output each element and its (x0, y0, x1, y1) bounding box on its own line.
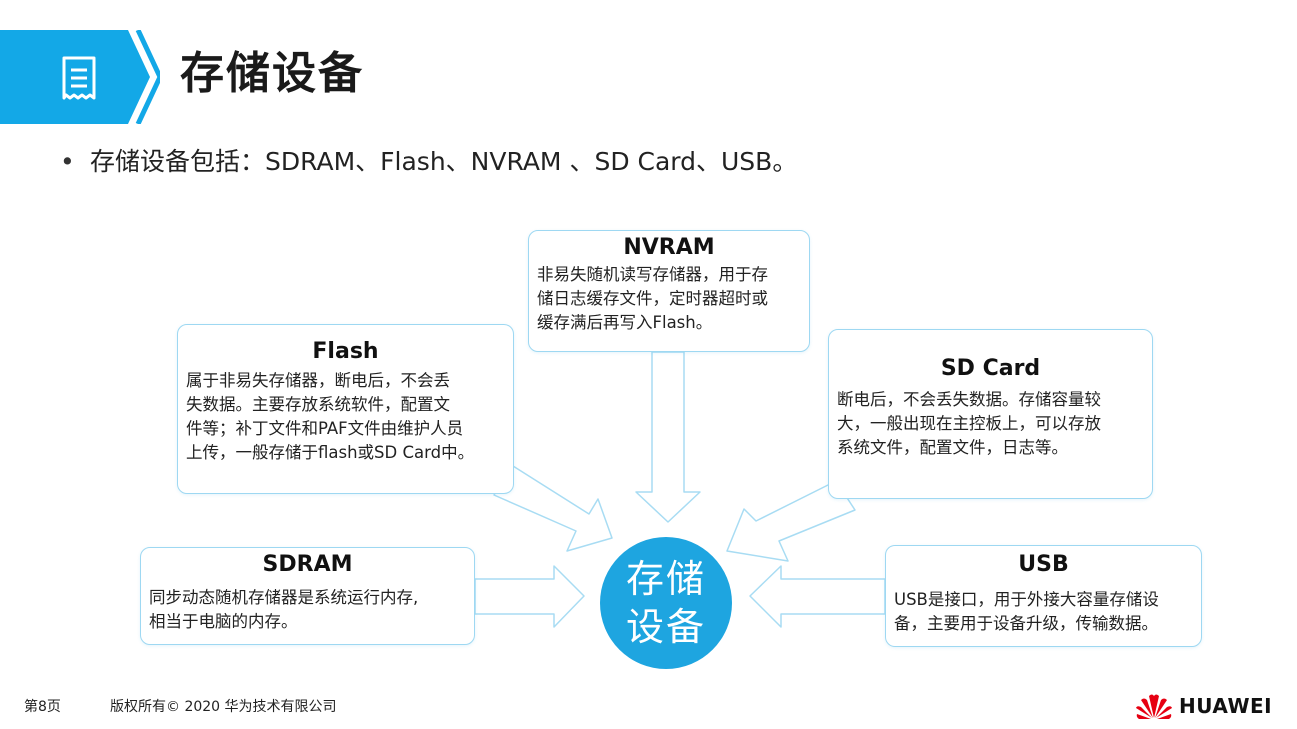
node-sdcard-title: SD Card (940, 356, 1041, 381)
node-sdram-line: 相当于电脑的内存。 (149, 612, 298, 631)
intro-bullet: • 存储设备包括：SDRAM、Flash、NVRAM 、SD Card、USB。 (60, 144, 797, 180)
brand-logo: HUAWEI (1135, 690, 1272, 722)
node-sdcard-text: 断电后，不会丢失数据。存储容量较 大，一般出现在主控板上，可以存放 系统文件，配… (829, 388, 1152, 460)
node-usb: USB USB是接口，用于外接大容量存储设 备，主要用于设备升级，传输数据。 (885, 545, 1202, 647)
node-nvram-line: 缓存满后再写入Flash。 (537, 313, 713, 332)
node-sdram-line: 同步动态随机存储器是系统运行内存, (149, 588, 419, 607)
header-band (0, 30, 160, 124)
node-sdram: SDRAM 同步动态随机存储器是系统运行内存, 相当于电脑的内存。 (140, 547, 475, 645)
huawei-logo-icon (1136, 694, 1172, 719)
node-nvram: NVRAM 非易失随机读写存储器，用于存 储日志缓存文件，定时器超时或 缓存满后… (528, 230, 810, 352)
node-flash: Flash 属于非易失存储器，断电后，不会丢 失数据。主要存放系统软件，配置文 … (177, 324, 514, 494)
arrow-flash (493, 465, 613, 552)
node-sdcard-line: 系统文件，配置文件，日志等。 (837, 438, 1068, 457)
node-flash-line: 件等；补丁文件和PAF文件由维护人员 (186, 419, 464, 438)
node-sdcard: SD Card 断电后，不会丢失数据。存储容量较 大，一般出现在主控板上，可以存… (828, 329, 1153, 499)
center-label-line1: 存储 (625, 557, 706, 601)
node-sdram-title: SDRAM (262, 552, 353, 577)
node-flash-line: 属于非易失存储器，断电后，不会丢 (186, 371, 450, 390)
node-sdcard-line: 大，一般出现在主控板上，可以存放 (837, 414, 1101, 433)
center-label-line2: 设备 (625, 605, 706, 649)
center-node: 存储 设备 (600, 537, 732, 669)
node-flash-text: 属于非易失存储器，断电后，不会丢 失数据。主要存放系统软件，配置文 件等；补丁文… (178, 369, 513, 465)
node-usb-line: USB是接口，用于外接大容量存储设 (894, 590, 1159, 609)
intro-text: 存储设备包括：SDRAM、Flash、NVRAM 、SD Card、USB。 (90, 147, 798, 176)
footer-copyright: 版权所有© 2020 华为技术有限公司 (110, 699, 337, 715)
node-flash-line: 失数据。主要存放系统软件，配置文 (186, 395, 450, 414)
arrow-sdram (474, 565, 585, 628)
node-sdcard-line: 断电后，不会丢失数据。存储容量较 (837, 390, 1101, 409)
brand-name: HUAWEI (1179, 694, 1273, 718)
arrow-usb (749, 565, 886, 628)
node-nvram-line: 储日志缓存文件，定时器超时或 (537, 289, 768, 308)
arrow-sdcard (726, 480, 856, 562)
node-sdram-text: 同步动态随机存储器是系统运行内存, 相当于电脑的内存。 (141, 586, 474, 634)
node-usb-title: USB (1018, 552, 1069, 577)
footer-page-number: 第8页 (24, 699, 61, 715)
page-title: 存储设备 (180, 48, 364, 99)
arrow-nvram (635, 351, 701, 523)
document-icon (62, 56, 96, 100)
node-nvram-text: 非易失随机读写存储器，用于存 储日志缓存文件，定时器超时或 缓存满后再写入Fla… (529, 263, 809, 335)
node-nvram-line: 非易失随机读写存储器，用于存 (537, 265, 768, 284)
node-usb-text: USB是接口，用于外接大容量存储设 备，主要用于设备升级，传输数据。 (886, 588, 1201, 636)
bullet-dot: • (60, 147, 75, 176)
node-usb-line: 备，主要用于设备升级，传输数据。 (894, 614, 1158, 633)
node-flash-title: Flash (312, 339, 379, 364)
node-nvram-title: NVRAM (623, 235, 715, 260)
node-flash-line: 上传，一般存储于flash或SD Card中。 (186, 443, 475, 462)
